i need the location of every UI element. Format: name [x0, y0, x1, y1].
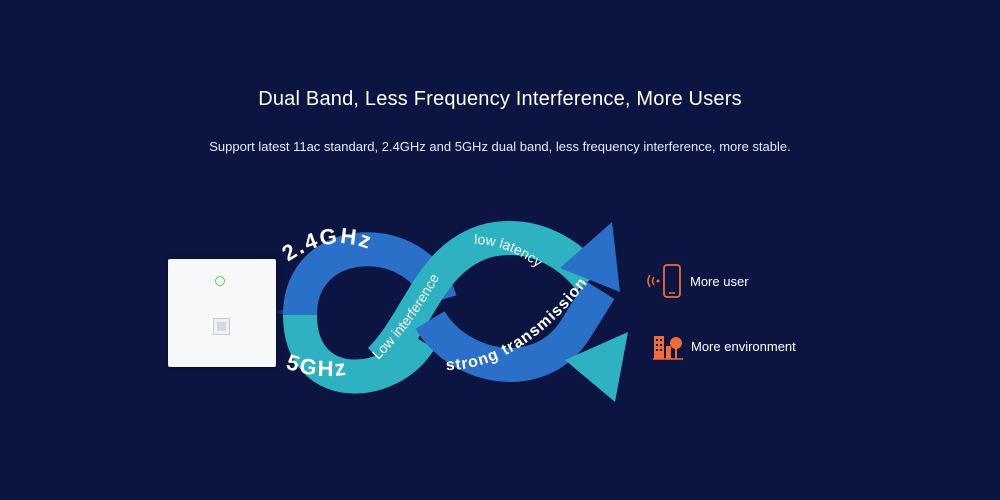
strong-transmission-ribbon [415, 280, 615, 382]
arrow-down-icon [565, 332, 628, 402]
access-point-device [168, 259, 276, 367]
ethernet-port [213, 318, 230, 335]
status-led [215, 276, 225, 286]
more-environment-label: More environment [691, 338, 796, 354]
smartphone-signal-icon [647, 264, 681, 298]
feature-more-user: More user [644, 263, 749, 299]
band-5-ribbon [283, 313, 435, 394]
building-tree-icon [653, 336, 683, 360]
arrow-up-icon [560, 222, 620, 292]
page-subtitle: Support latest 11ac standard, 2.4GHz and… [209, 139, 791, 154]
feature-more-environment: More environment [653, 332, 796, 360]
page-title: Dual Band, Less Frequency Interference, … [258, 88, 742, 110]
low-interference-ribbon [367, 221, 604, 373]
more-user-label: More user [690, 273, 749, 289]
